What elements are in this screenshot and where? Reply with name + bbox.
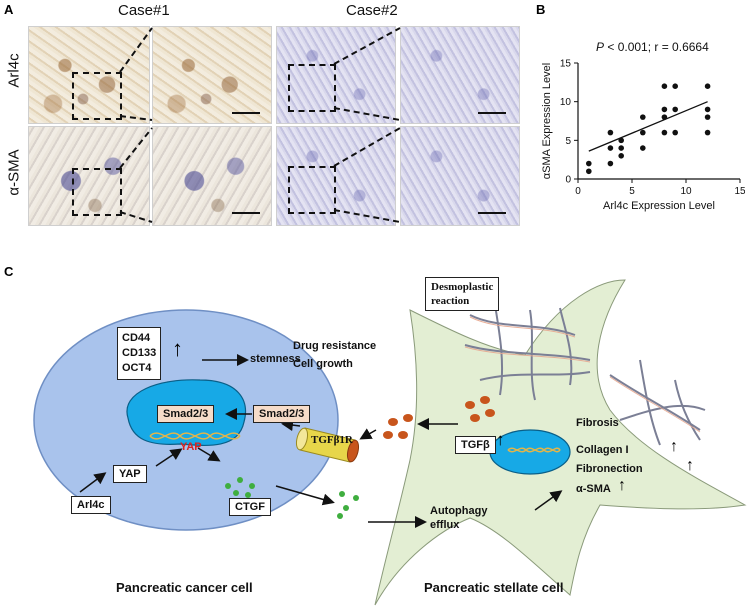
collagen-label: Collagen I	[576, 444, 629, 456]
zoom-box-case2-arl4c	[288, 64, 336, 112]
ihc-case1-asma-overview	[28, 126, 150, 226]
x-tick-label: 15	[734, 186, 745, 197]
stat-p: P	[596, 40, 605, 54]
autophagy-line2: efflux	[430, 519, 460, 531]
stat-rest: < 0.001; r = 0.6664	[604, 40, 709, 54]
yap-nucleus-label: YAP	[180, 441, 202, 453]
data-point	[640, 129, 646, 136]
data-point	[672, 83, 678, 89]
data-point	[618, 145, 624, 151]
cancer-cell-caption: Pancreatic cancer cell	[116, 580, 253, 595]
ihc-case2-asma-overview	[276, 126, 396, 226]
ihc-case2-arl4c-zoom	[400, 26, 520, 124]
pathway-diagram	[33, 279, 747, 606]
cell-growth-label: Cell growth	[293, 358, 353, 370]
y-tick-label: 10	[560, 97, 572, 108]
scale-bar-2	[478, 112, 506, 114]
zoom-box-case2-asma	[288, 166, 336, 214]
fibrosis-label: Fibrosis	[576, 417, 619, 429]
ihc-case1-asma-zoom	[152, 126, 272, 226]
data-point	[640, 114, 646, 120]
zoom-box-case1-asma	[72, 168, 122, 216]
y-tick-label: 5	[565, 136, 571, 147]
correlation-stat: P < 0.001; r = 0.6664	[596, 40, 709, 54]
asma-up-arrow: ↑	[618, 477, 626, 494]
x-tick-label: 10	[680, 186, 692, 197]
fibronection-label: Fibronection	[576, 463, 643, 475]
data-point	[704, 129, 711, 136]
dna-helix-cancer	[149, 432, 241, 440]
data-point	[661, 129, 668, 136]
stellate-cell-caption: Pancreatic stellate cell	[424, 580, 564, 595]
data-point	[704, 83, 711, 89]
case1-title: Case#1	[118, 2, 170, 19]
panel-a-letter: A	[4, 2, 14, 17]
desmoplastic-line1: Desmoplastic	[431, 281, 494, 293]
collagen-up-arrow: ↑	[670, 438, 678, 455]
case2-title: Case#2	[346, 2, 398, 19]
desmoplastic-line2: reaction	[431, 295, 470, 307]
data-point	[586, 168, 592, 175]
x-tick-label: 0	[575, 186, 581, 197]
ctgf-box: CTGF	[229, 498, 271, 516]
data-point	[672, 106, 678, 113]
panel-c-letter: C	[4, 264, 14, 279]
zoom-box-case1-arl4c	[72, 72, 122, 120]
dna-helix-stellate	[507, 447, 561, 453]
data-point	[607, 160, 614, 167]
zoom-connector-lines	[119, 27, 401, 223]
desmoplastic-box: Desmoplastic reaction	[425, 277, 500, 311]
tgfb-box: TGFβ	[455, 436, 496, 454]
data-point	[607, 129, 614, 136]
data-point	[607, 145, 614, 151]
y-tick-label: 0	[565, 175, 571, 186]
drug-resistance-label: Drug resistance	[293, 340, 377, 352]
ihc-case2-asma-zoom	[400, 126, 520, 226]
yap-box: YAP	[113, 465, 147, 483]
smad-cytoplasm-box: Smad2/3	[253, 405, 311, 423]
tgfb-ligand-dots	[383, 396, 495, 439]
data-point	[661, 114, 668, 120]
stemness-label: stemness	[250, 353, 301, 365]
ihc-case1-arl4c-overview	[28, 26, 150, 124]
data-point	[672, 129, 678, 136]
panel-b-letter: B	[536, 2, 546, 17]
cd44-label: CD44	[122, 332, 151, 344]
data-point	[704, 114, 711, 120]
data-point	[640, 145, 646, 151]
fibronection-up-arrow: ↑	[686, 457, 694, 474]
data-point	[704, 106, 711, 113]
data-point	[661, 106, 668, 113]
scale-bar-3	[232, 212, 260, 214]
data-point	[618, 153, 624, 159]
autophagy-efflux-label: Autophagy efflux	[430, 504, 487, 532]
asma-label: α-SMA	[576, 483, 611, 495]
data-point	[586, 160, 592, 167]
scale-bar-4	[478, 212, 506, 214]
arl4c-box: Arl4c	[71, 496, 111, 514]
y-tick-label: 15	[560, 59, 572, 70]
fit-line	[588, 101, 708, 152]
tgfb-up-arrow: ↑	[496, 430, 505, 449]
stemness-marker-box: CD44 CD133 OCT4	[117, 327, 162, 380]
desmoplastic-fibers	[464, 304, 706, 446]
data-point	[661, 83, 668, 89]
scale-bar-1	[232, 112, 260, 114]
x-tick-label: 5	[629, 186, 635, 197]
tgfb1r-receptor	[295, 427, 360, 463]
ihc-case1-arl4c-zoom	[152, 26, 272, 124]
cd133-label: CD133	[122, 347, 157, 359]
ihc-case2-arl4c-overview	[276, 26, 396, 124]
data-point	[618, 137, 624, 144]
stemness-up-arrow: ↑	[172, 336, 183, 361]
smad-nucleus-box: Smad2/3	[157, 405, 215, 423]
y-axis-label: αSMA Expression Level	[541, 63, 553, 179]
x-axis-label: Arl4c Expression Level	[603, 200, 715, 212]
oct4-label: OCT4	[122, 362, 152, 374]
tgfb1r-label: TGFβ1R	[311, 434, 353, 446]
ctgf-dots	[225, 477, 359, 519]
autophagy-line1: Autophagy	[430, 505, 488, 517]
